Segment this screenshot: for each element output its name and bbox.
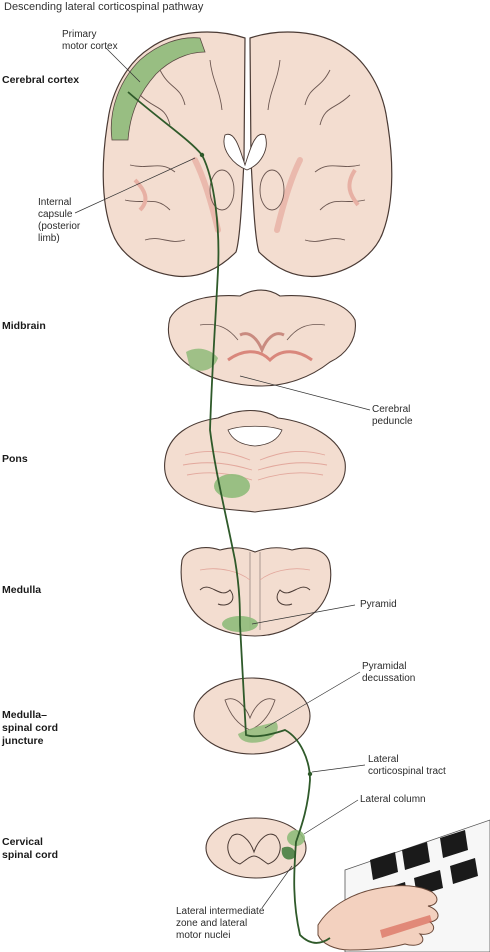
cerebral-peduncle-area bbox=[186, 348, 218, 371]
decussation-area bbox=[238, 722, 278, 743]
level-label-cerebral-cortex: Cerebral cortex bbox=[2, 74, 80, 86]
label-cerebral-peduncle: Cerebral peduncle bbox=[372, 404, 413, 427]
level-label-cervical-spinal-cord: Cervical spinal cord bbox=[2, 836, 59, 861]
level-label-medulla-spinal-juncture: Medulla– spinal cord juncture bbox=[2, 709, 59, 747]
midbrain-section bbox=[167, 289, 356, 387]
label-internal-capsule: Internal capsule (posterior limb) bbox=[38, 197, 81, 244]
level-label-medulla: Medulla bbox=[2, 584, 42, 596]
midbrain-outline bbox=[167, 289, 356, 387]
corticospinal-pathway-line bbox=[127, 91, 331, 944]
cerebral-cortex-section bbox=[102, 31, 393, 278]
label-lateral-corticospinal-tract: Lateral corticospinal tract bbox=[368, 754, 446, 777]
piano-hand-illustration bbox=[317, 819, 490, 952]
label-pyramidal-decussation: Pyramidal decussation bbox=[362, 661, 416, 684]
pons-corticospinal-area bbox=[214, 474, 250, 498]
pontine-fibers bbox=[182, 450, 328, 481]
hand bbox=[317, 885, 439, 951]
pons-outline bbox=[164, 410, 346, 513]
diagram-title: Descending lateral corticospinal pathway bbox=[4, 1, 204, 13]
pons-section bbox=[164, 410, 346, 513]
primary-motor-cortex-area bbox=[110, 37, 206, 141]
medulla-section bbox=[180, 547, 332, 637]
right-hemisphere bbox=[249, 31, 393, 278]
leader-lines bbox=[74, 47, 371, 909]
internal-capsule-left bbox=[192, 157, 221, 233]
lateral-column-area bbox=[287, 830, 305, 846]
level-label-midbrain: Midbrain bbox=[2, 320, 46, 332]
juncture-outline bbox=[193, 677, 311, 755]
motor-nuclei-area bbox=[281, 846, 296, 860]
level-label-pons: Pons bbox=[2, 453, 28, 465]
medulla-outline bbox=[180, 547, 332, 637]
internal-capsule-right bbox=[274, 157, 303, 233]
left-hemisphere bbox=[102, 31, 246, 278]
label-lateral-column: Lateral column bbox=[360, 794, 426, 805]
label-pyramid: Pyramid bbox=[360, 599, 397, 610]
cortical-folds bbox=[124, 59, 366, 242]
juncture-section bbox=[193, 677, 311, 755]
ventricles bbox=[223, 133, 267, 171]
label-primary-motor-cortex: Primary motor cortex bbox=[62, 29, 118, 52]
cervical-cord-section bbox=[205, 817, 307, 879]
label-lateral-intermediate-zone: Lateral intermediate zone and lateral mo… bbox=[176, 906, 265, 941]
